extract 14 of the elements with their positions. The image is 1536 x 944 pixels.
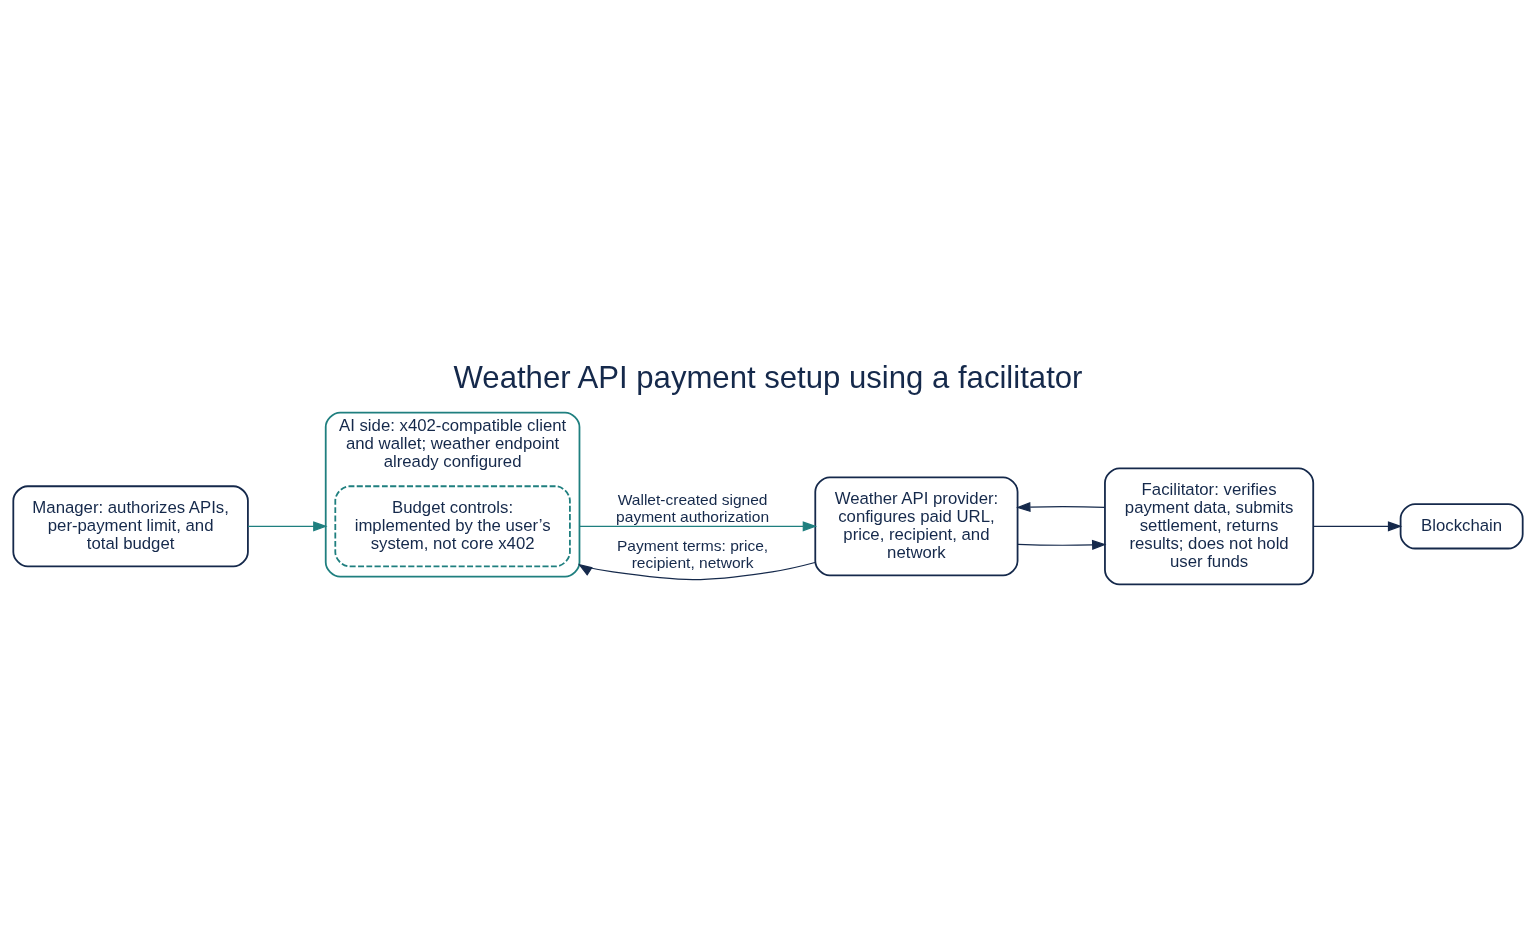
- arrow: [577, 561, 816, 580]
- arrow: [1312, 520, 1403, 531]
- node-box: Facilitator: verifies payment data, submits settlement, returns results; does not hold user funds: [1104, 466, 1315, 585]
- node-box: Manager: authorizes APIs, per-payment limit, and total budget: [12, 484, 249, 567]
- node-box: Blockchain: [1399, 502, 1524, 549]
- arrow: [1016, 501, 1106, 512]
- edge-label: Payment terms: price, recipient, network: [616, 536, 769, 571]
- arrow: [247, 520, 328, 531]
- node-box: Budget controls: implemented by the user’s system, not core x402: [334, 484, 571, 567]
- edge-label: Wallet-created signed payment authorization: [616, 490, 770, 525]
- arrow: [1017, 539, 1107, 550]
- diagram-title: Weather API payment setup using a facilitator: [453, 359, 1083, 395]
- arrow: [578, 520, 818, 531]
- node-box: Weather API provider: configures paid URL, price, recipient, and network: [814, 475, 1019, 576]
